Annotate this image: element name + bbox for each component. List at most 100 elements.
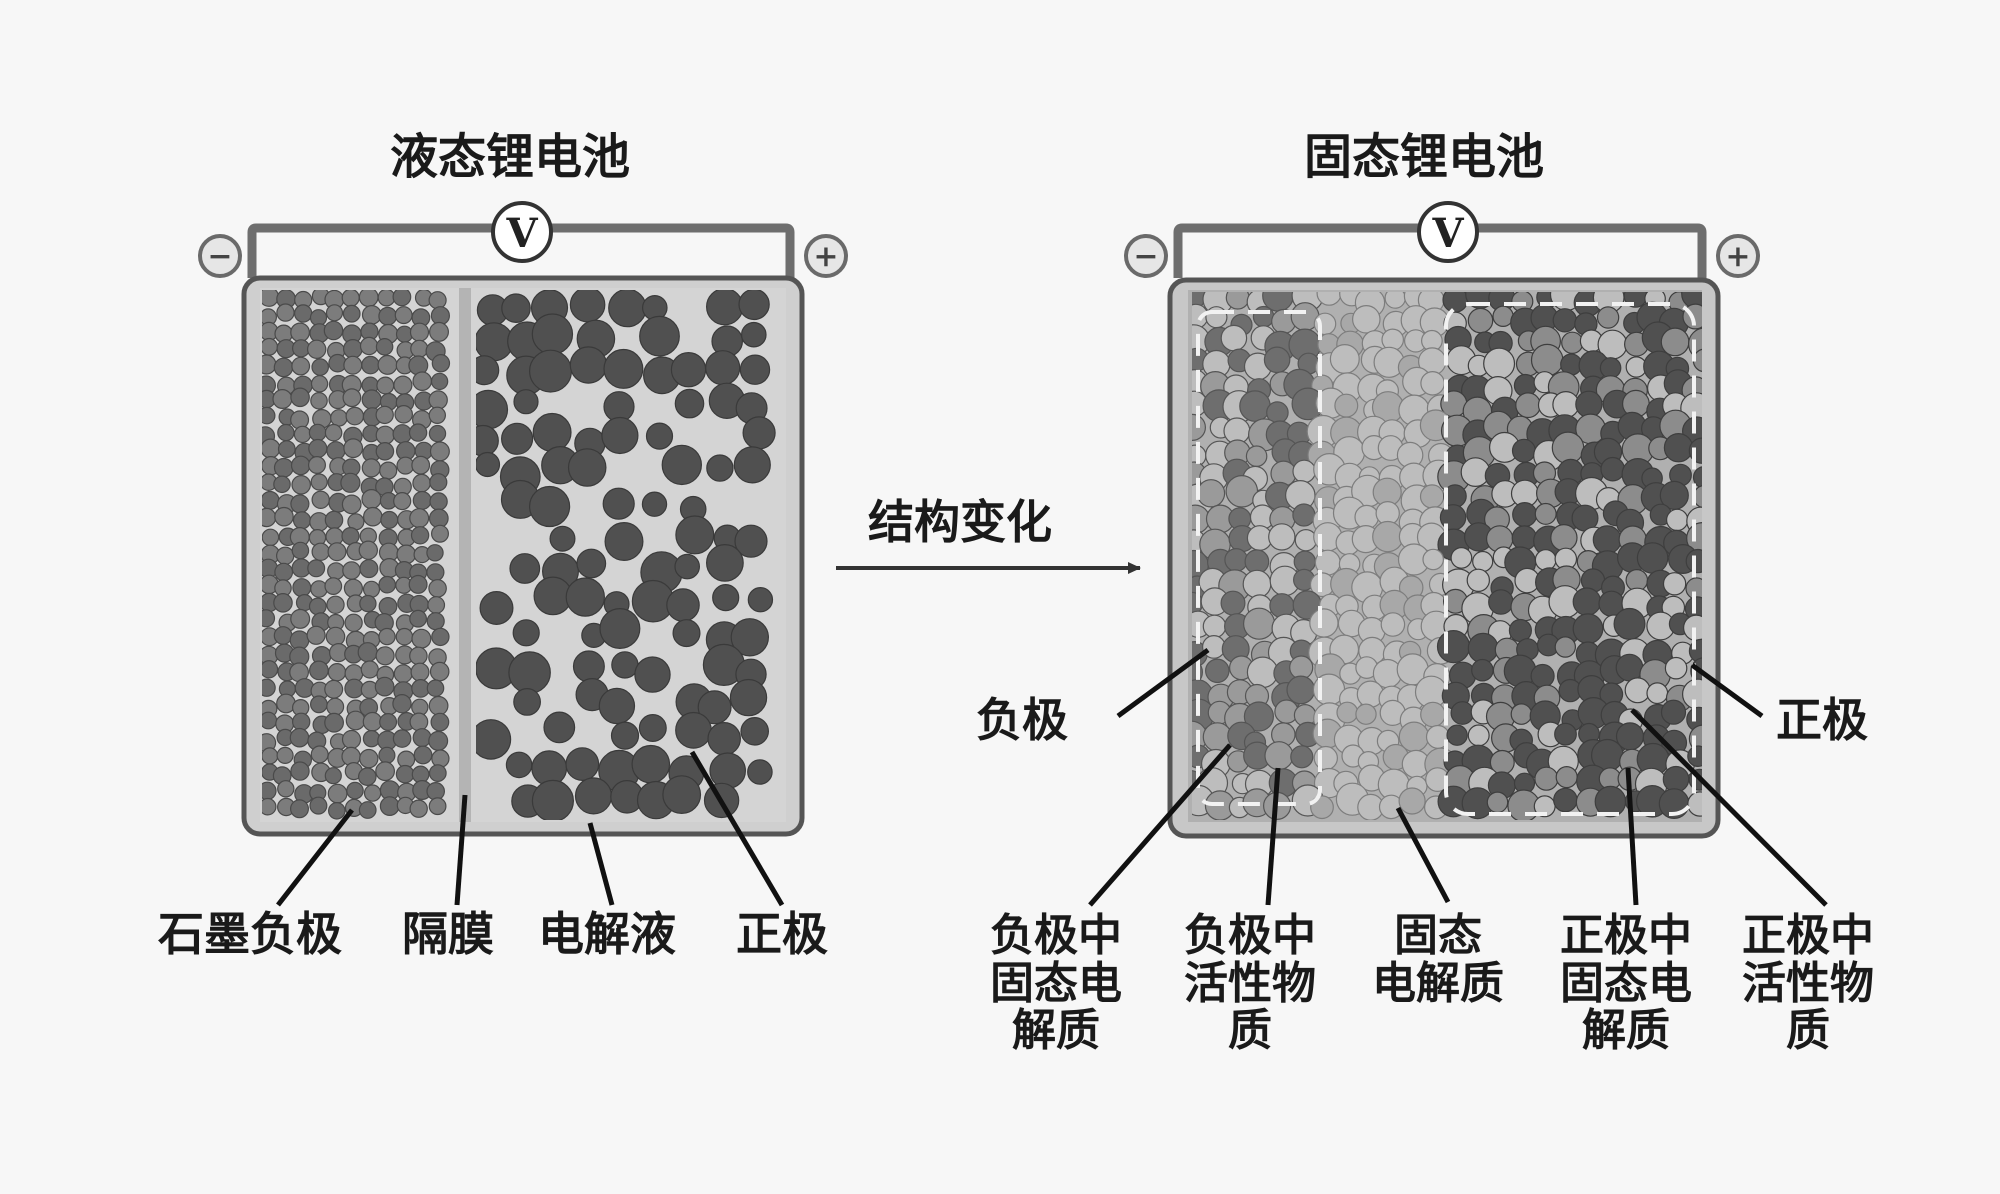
graphite-particle (357, 642, 378, 663)
liquid-voltmeter[interactable] (491, 201, 553, 263)
graphite-particle (343, 578, 363, 598)
graphite-particle (361, 458, 381, 478)
graphite-particle (359, 336, 379, 356)
graphite-particle (344, 678, 365, 699)
graphite-particle (360, 660, 379, 679)
cathode-particle (697, 690, 732, 725)
cathode-particle (599, 607, 641, 649)
graphite-particle (396, 456, 415, 475)
separator (459, 288, 471, 822)
cathode-particle (567, 448, 607, 487)
graphite-particle (361, 489, 382, 510)
solid-voltmeter[interactable] (1417, 201, 1479, 263)
graphite-particle (411, 455, 431, 475)
cathode-particle (706, 454, 734, 482)
graphite-particle (343, 438, 364, 459)
label-graphite-anode: 石墨负极 (158, 907, 342, 961)
electrolyte-particle (1355, 703, 1377, 725)
electrolyte-particle (1329, 344, 1360, 375)
leader-anode-se (1088, 743, 1232, 907)
graphite-particle (345, 710, 366, 731)
anode-particle (1290, 745, 1314, 769)
graphite-particle (342, 561, 361, 580)
cathode-particle (634, 656, 671, 693)
graphite-particle (272, 389, 293, 410)
anode-particle (1202, 614, 1227, 639)
cathode-particle (1687, 791, 1702, 817)
graphite-particle (393, 492, 412, 511)
solid-pos-terminal[interactable] (1716, 234, 1760, 278)
solid-neg-terminal[interactable] (1124, 234, 1168, 278)
graphite-particle (273, 357, 294, 378)
graphite-particle (276, 303, 295, 322)
graphite-particle (428, 695, 449, 716)
cathode-particle (1534, 766, 1559, 791)
graphite-particle (290, 322, 311, 343)
liquid-neg-terminal[interactable] (198, 234, 242, 278)
anode-particle (1246, 656, 1279, 689)
graphite-particle (262, 711, 278, 730)
graphite-particle (428, 390, 448, 410)
cathode-particle (513, 688, 541, 716)
graphite-particle (426, 679, 445, 697)
graphite-particle (396, 544, 417, 565)
cathode-particle (1660, 327, 1690, 357)
graphite-particle (429, 321, 450, 342)
graphite-particle (290, 799, 310, 819)
cathode-particle (1510, 703, 1533, 725)
graphite-particle (375, 425, 395, 445)
graphite-particle (262, 438, 281, 459)
graphite-particle (343, 339, 363, 359)
cathode-particle (565, 577, 606, 617)
cathode-particle (638, 713, 667, 742)
liquid-pos-terminal[interactable] (804, 234, 848, 278)
cathode-particle (1471, 658, 1494, 682)
anode-particle (1269, 593, 1295, 619)
graphite-particle (411, 628, 432, 649)
graphite-particle (359, 748, 379, 769)
cathode-particle (1615, 653, 1644, 682)
cathode-particle (1660, 699, 1687, 725)
graphite-particle (277, 780, 295, 798)
cathode-particle (1554, 722, 1577, 746)
electrolyte-particle (1313, 312, 1337, 336)
graphite-particle (294, 304, 313, 323)
cathode-particle (705, 350, 741, 386)
cathode-particles (476, 290, 776, 820)
graphite-particle (375, 761, 396, 782)
leader-cathode-se (1625, 767, 1639, 906)
graphite-particle (412, 371, 432, 391)
graphite-particle (359, 594, 377, 613)
graphite-particle (308, 423, 327, 442)
leader-electrolyte (587, 822, 615, 906)
graphite-particle (358, 801, 377, 819)
graphite-particle (325, 304, 344, 322)
transformation-label: 结构变化 (868, 495, 1052, 549)
anode-particle (1220, 324, 1248, 352)
graphite-particle (345, 406, 365, 426)
solid-voltmeter-symbol: V (1431, 210, 1464, 257)
cathode-particle (532, 412, 572, 452)
electrolyte-particle (1380, 612, 1406, 637)
graphite-particle (428, 579, 447, 598)
cathode-particle (1613, 607, 1646, 640)
cathode-particle (1592, 525, 1622, 555)
anode-particle (1239, 390, 1271, 422)
graphite-particle (380, 510, 399, 529)
cathode-particle (706, 544, 744, 582)
cathode-particle (1636, 542, 1669, 574)
cathode-particle (641, 491, 668, 517)
graphite-particle (359, 559, 379, 579)
graphite-particle (378, 306, 398, 326)
graphite-particle (395, 627, 414, 646)
graphite-particle (361, 389, 382, 410)
graphite-particle (361, 355, 380, 375)
graphite-particle (378, 575, 396, 594)
cathode-particle (576, 548, 607, 579)
graphite-particle (392, 694, 412, 714)
graphite-particle (290, 494, 310, 514)
cathode-particle (1572, 613, 1604, 645)
graphite-particle (326, 595, 345, 615)
cathode-particle (574, 777, 613, 815)
cathode-particle (1624, 677, 1651, 704)
